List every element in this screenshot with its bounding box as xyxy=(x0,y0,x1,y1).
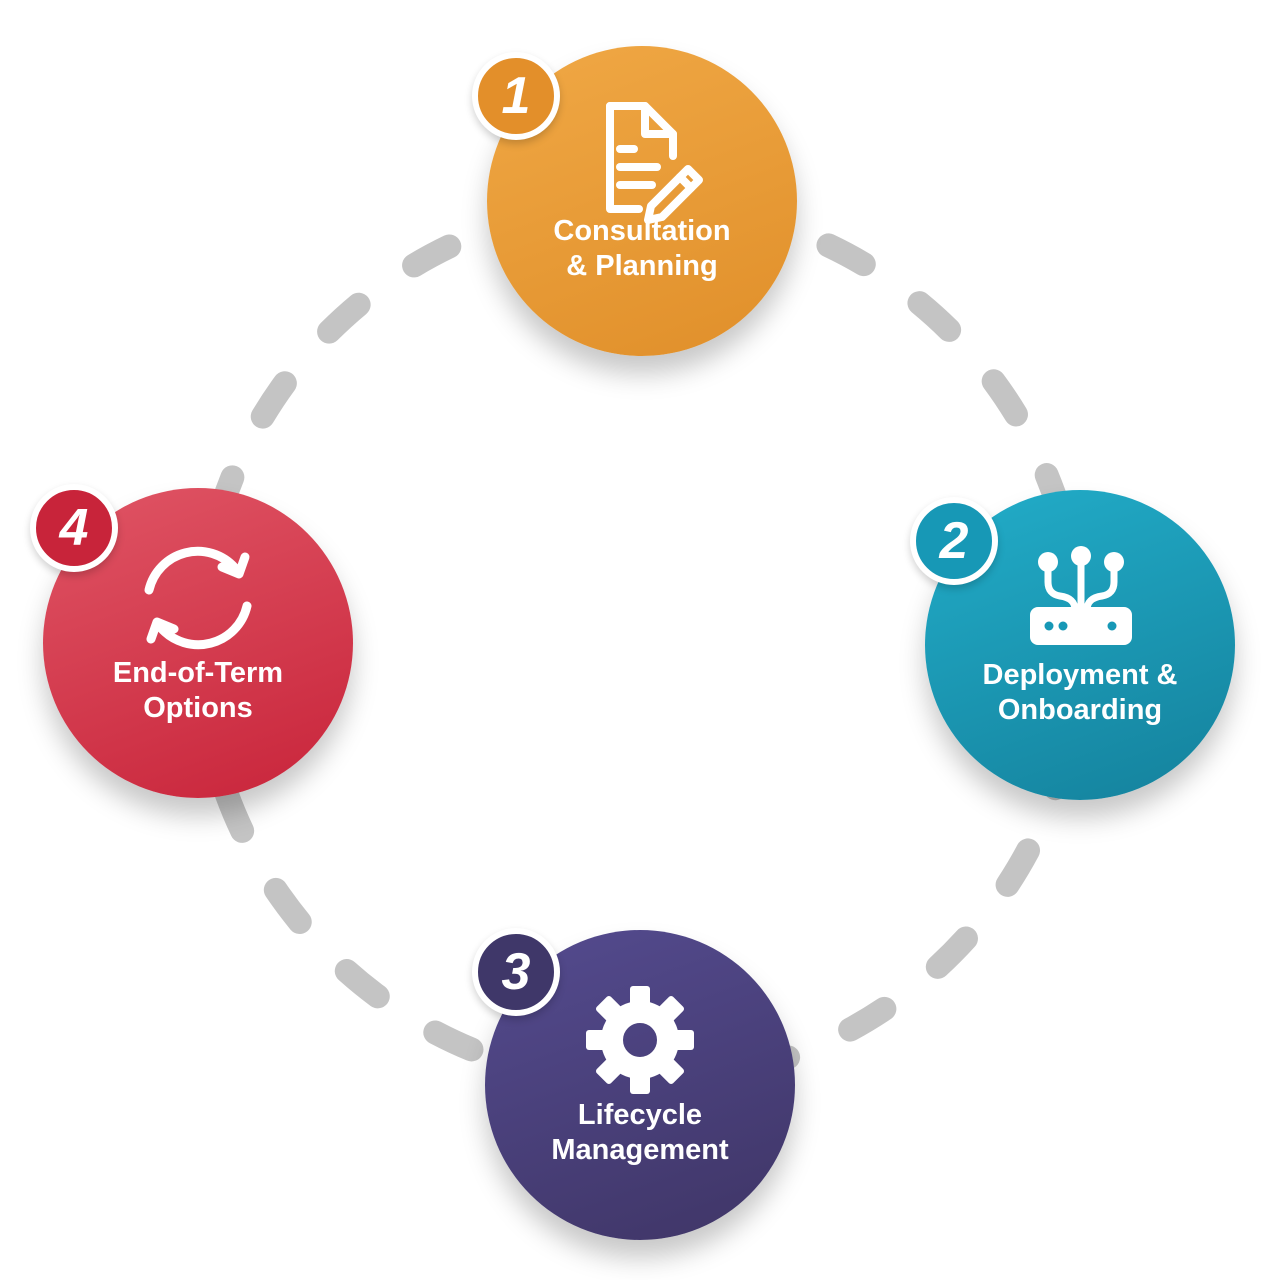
step-label: Deployment & Onboarding xyxy=(982,659,1178,726)
step-number-badge: 4 xyxy=(30,484,118,572)
step-number-badge: 3 xyxy=(472,928,560,1016)
step-label: End-of-Term Options xyxy=(112,657,284,724)
gear-icon xyxy=(586,986,694,1094)
document-edit-icon xyxy=(606,102,703,224)
step-number-badge: 1 xyxy=(472,52,560,140)
step-label: Consultation & Planning xyxy=(553,215,731,282)
router-icon xyxy=(1030,546,1132,645)
step-number-badge: 2 xyxy=(910,497,998,585)
step-label: Lifecycle Management xyxy=(551,1099,729,1166)
refresh-icon xyxy=(144,546,252,650)
